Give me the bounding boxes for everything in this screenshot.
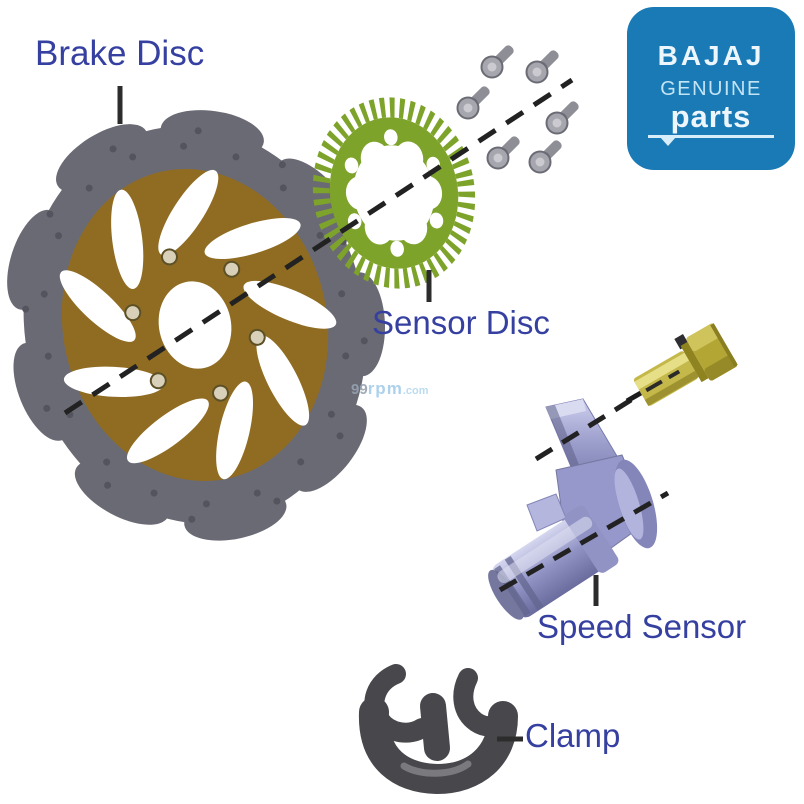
logo-genuine-text: GENUINE [660,77,762,100]
logo-underline [648,134,774,146]
brake-disc-label: Brake Disc [35,34,205,73]
clamp-illustration [358,664,518,795]
mounting-bolt-icon [528,140,562,174]
sensor-disc-plate [329,117,459,269]
brake-disc-illustration [7,110,386,541]
mounting-bolt-icon [480,45,514,79]
mounting-bolt-icon [545,101,579,135]
sensor-disc-label: Sensor Disc [372,304,550,341]
logo-triangle-icon [660,136,676,146]
mounting-bolt-icon [486,136,520,170]
speed-sensor-illustration [488,398,658,620]
logo-parts-text: parts [670,98,752,134]
sensor-disc-teeth [312,97,476,289]
axis-dashed-line-main [63,77,574,416]
sensor-disc-illustration [312,97,476,289]
clamp-middle-stub [420,693,450,761]
axis-dashed-line-sensor-upper [534,384,654,462]
watermark-tld: .com [402,385,429,397]
watermark-prefix: 99 [351,381,368,398]
clamp-label: Clamp [525,717,621,754]
clamp-left-prong [364,664,432,743]
logo-brand-text: BAJAJ [657,39,765,71]
bajaj-genuine-parts-logo: BAJAJ GENUINE parts [627,7,795,170]
axis-dashed-line-sensor-lower [498,490,670,593]
clamp-right-prong [453,668,514,737]
watermark: 99rpm.com [351,379,429,399]
pivot-bolt-illustration [625,323,738,406]
speed-sensor-label: Speed Sensor [537,608,747,645]
clamp-band [358,697,518,795]
mounting-bolt-icon [456,86,490,120]
mounting-bolt-icon [525,50,559,84]
watermark-name: rpm [367,379,403,398]
